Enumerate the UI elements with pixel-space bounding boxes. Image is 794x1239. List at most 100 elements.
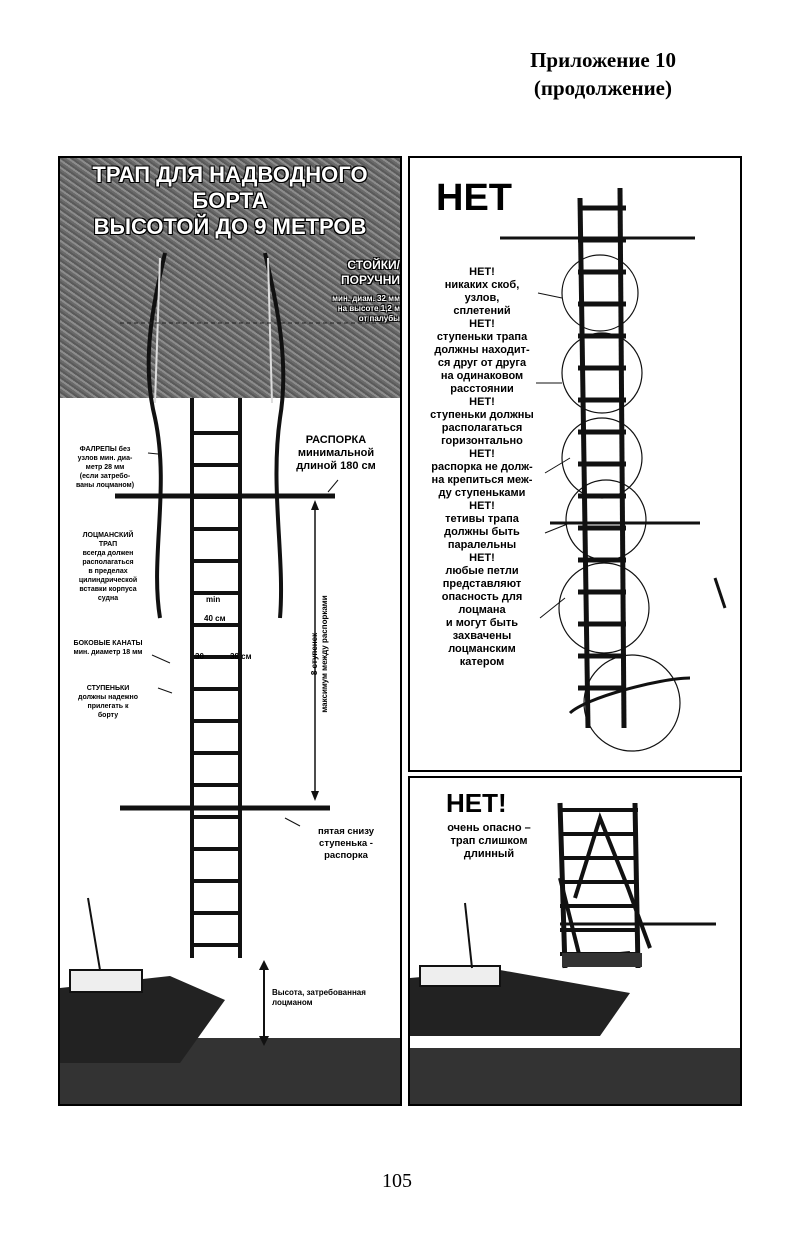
list-line: НЕТ!: [469, 552, 495, 564]
list-line: узлов,: [464, 292, 500, 304]
steps-line-3: прилегать к: [87, 703, 129, 710]
wrong-ladder-panel: НЕТ НЕТ! никаких скоб, узлов, сплетений …: [408, 156, 742, 772]
list-line: ся друг от друга: [437, 357, 527, 369]
pilot-ladder-label: ЛОЦМАНСКИЙ ТРАП всегда должен располагат…: [62, 531, 154, 603]
fifth-step-line-2: ступенька -: [319, 838, 373, 849]
list-line: опасность для: [441, 591, 523, 603]
too-long-line-2: трап слишком: [450, 835, 528, 847]
steps-line-1: СТУПЕНЬКИ: [86, 685, 130, 692]
height-line-2: лоцманом: [272, 998, 313, 1007]
height-label: Высота, затребованная лоцманом: [272, 988, 396, 1008]
sky-background: [60, 158, 400, 398]
vertical-dim-line-1: 8 ступенек: [310, 632, 319, 676]
list-line: захвачены: [452, 630, 512, 642]
steps-line-4: борту: [97, 712, 119, 719]
too-long-text: очень опасно – трап слишком длинный: [424, 822, 554, 861]
title-line-1: ТРАП ДЛЯ НАДВОДНОГО: [92, 162, 368, 187]
list-line: паралельны: [447, 539, 517, 551]
stanchions-note: мин. диам. 32 мм на высоте 1,2 м от палу…: [300, 294, 400, 324]
vertical-dimension-label: 8 ступенек максимум между распорками: [310, 554, 330, 754]
falrepy-line-4: (если затребо-: [79, 473, 131, 480]
side-ropes-line-2: мин. диаметр 18 мм: [73, 649, 143, 656]
list-line: должны быть: [444, 526, 520, 538]
falrepy-line-2: узлов мин. диа-: [77, 455, 133, 462]
pilot-ladder-line-8: судна: [97, 595, 119, 602]
violations-list: НЕТ! никаких скоб, узлов, сплетений НЕТ!…: [412, 266, 552, 669]
stanchions-note-2: на высоте 1,2 м: [337, 304, 400, 313]
no-heading-bottom: НЕТ!: [446, 788, 507, 818]
raspor-label: РАСПОРКА минимальной длиной 180 см: [276, 434, 396, 473]
list-line: НЕТ!: [469, 318, 495, 330]
list-line: распорка не долж-: [431, 461, 533, 473]
left-panel-title: ТРАП ДЛЯ НАДВОДНОГО БОРТА ВЫСОТОЙ ДО 9 М…: [60, 162, 400, 240]
stanchions-line-2: ПОРУЧНИ: [341, 273, 400, 287]
list-line: на одинаковом: [440, 370, 524, 382]
stanchions-label: СТОЙКИ/ ПОРУЧНИ: [290, 258, 400, 288]
list-line: тетивы трапа: [445, 513, 519, 525]
raspor-line-1: РАСПОРКА: [305, 434, 367, 446]
pilot-ladder-line-7: вставки корпуса: [79, 586, 137, 593]
too-long-line-1: очень опасно –: [447, 822, 531, 834]
title-line-2: БОРТА: [192, 188, 268, 213]
list-line: горизонтально: [441, 435, 523, 447]
appendix-subtitle: (продолжение): [533, 76, 672, 100]
stanchions-note-1: мин. диам. 32 мм: [332, 294, 400, 303]
vertical-dim-line-2: максимум между распорками: [320, 595, 329, 713]
page-number: 105: [382, 1170, 412, 1192]
list-line: НЕТ!: [469, 266, 495, 278]
list-line: лоцмана: [458, 604, 506, 616]
fifth-step-line-1: пятая снизу: [317, 826, 375, 837]
falrepy-line-1: ФАЛРЕПЫ без: [79, 446, 131, 453]
steps-line-2: должны надежно: [78, 694, 138, 701]
no-heading: НЕТ: [436, 177, 512, 219]
height-line-1: Высота, затребованная: [272, 988, 366, 997]
list-line: и могут быть: [445, 617, 519, 629]
list-line: должны находит-: [434, 344, 530, 356]
side-ropes-label: БОКОВЫЕ КАНАТЫ мин. диаметр 18 мм: [62, 639, 154, 657]
wrong-ladder-illustration: [500, 187, 727, 752]
list-line: располагаться: [441, 422, 523, 434]
list-line: расстоянии: [450, 383, 514, 395]
too-long-ladder-panel: НЕТ! очень опасно – трап слишком длинный: [408, 776, 742, 1106]
appendix-title: Приложение 10: [530, 48, 676, 72]
stanchions-note-3: от палубы: [358, 314, 400, 323]
pilot-ladder-line-1: ЛОЦМАНСКИЙ: [82, 532, 134, 539]
too-long-illustration: [410, 802, 740, 1104]
title-line-3: ВЫСОТОЙ ДО 9 МЕТРОВ: [93, 214, 367, 239]
raspor-line-2: минимальной: [297, 447, 375, 459]
ladder-illustration: [60, 252, 400, 1104]
dim-38-label: 38 см: [230, 652, 252, 661]
list-line: НЕТ!: [469, 448, 495, 460]
dim-30-label: 30: [195, 652, 204, 661]
list-line: лоцманским: [448, 643, 516, 655]
list-line: катером: [459, 656, 505, 668]
steps-label: СТУПЕНЬКИ должны надежно прилегать к бор…: [62, 684, 154, 720]
falrepy-line-3: метр 28 мм: [85, 464, 125, 471]
list-line: НЕТ!: [469, 396, 495, 408]
list-line: ду ступеньками: [438, 487, 526, 499]
pilot-ladder-line-5: в пределах: [88, 568, 128, 575]
fifth-step-label: пятая снизу ступенька - распорка: [296, 826, 396, 862]
list-line: ступеньки трапа: [436, 331, 528, 343]
raspor-line-3: длиной 180 см: [296, 460, 376, 472]
min-label: min: [206, 595, 221, 604]
list-line: любые петли: [445, 565, 519, 577]
correct-ladder-panel: ТРАП ДЛЯ НАДВОДНОГО БОРТА ВЫСОТОЙ ДО 9 М…: [58, 156, 402, 1106]
list-line: ступеньки должны: [430, 409, 534, 421]
fifth-step-line-3: распорка: [324, 850, 368, 861]
falrepy-line-5: ваны лоцманом): [75, 482, 135, 489]
falrepy-label: ФАЛРЕПЫ без узлов мин. диа- метр 28 мм (…: [62, 445, 148, 490]
pilot-ladder-line-3: всегда должен: [82, 550, 134, 557]
dim-40-label: 40 см: [204, 614, 226, 623]
side-ropes-line-1: БОКОВЫЕ КАНАТЫ: [73, 640, 143, 647]
list-line: сплетений: [453, 305, 511, 317]
pilot-ladder-line-2: ТРАП: [98, 541, 118, 548]
list-line: НЕТ!: [469, 500, 495, 512]
pilot-ladder-line-6: цилиндрической: [78, 577, 138, 584]
pilot-ladder-line-4: располагаться: [82, 559, 134, 566]
too-long-line-3: длинный: [463, 848, 515, 860]
list-line: представляют: [442, 578, 522, 590]
list-line: никаких скоб,: [444, 279, 520, 291]
stanchions-line-1: СТОЙКИ/: [347, 258, 400, 272]
list-line: на крепиться меж-: [431, 474, 533, 486]
